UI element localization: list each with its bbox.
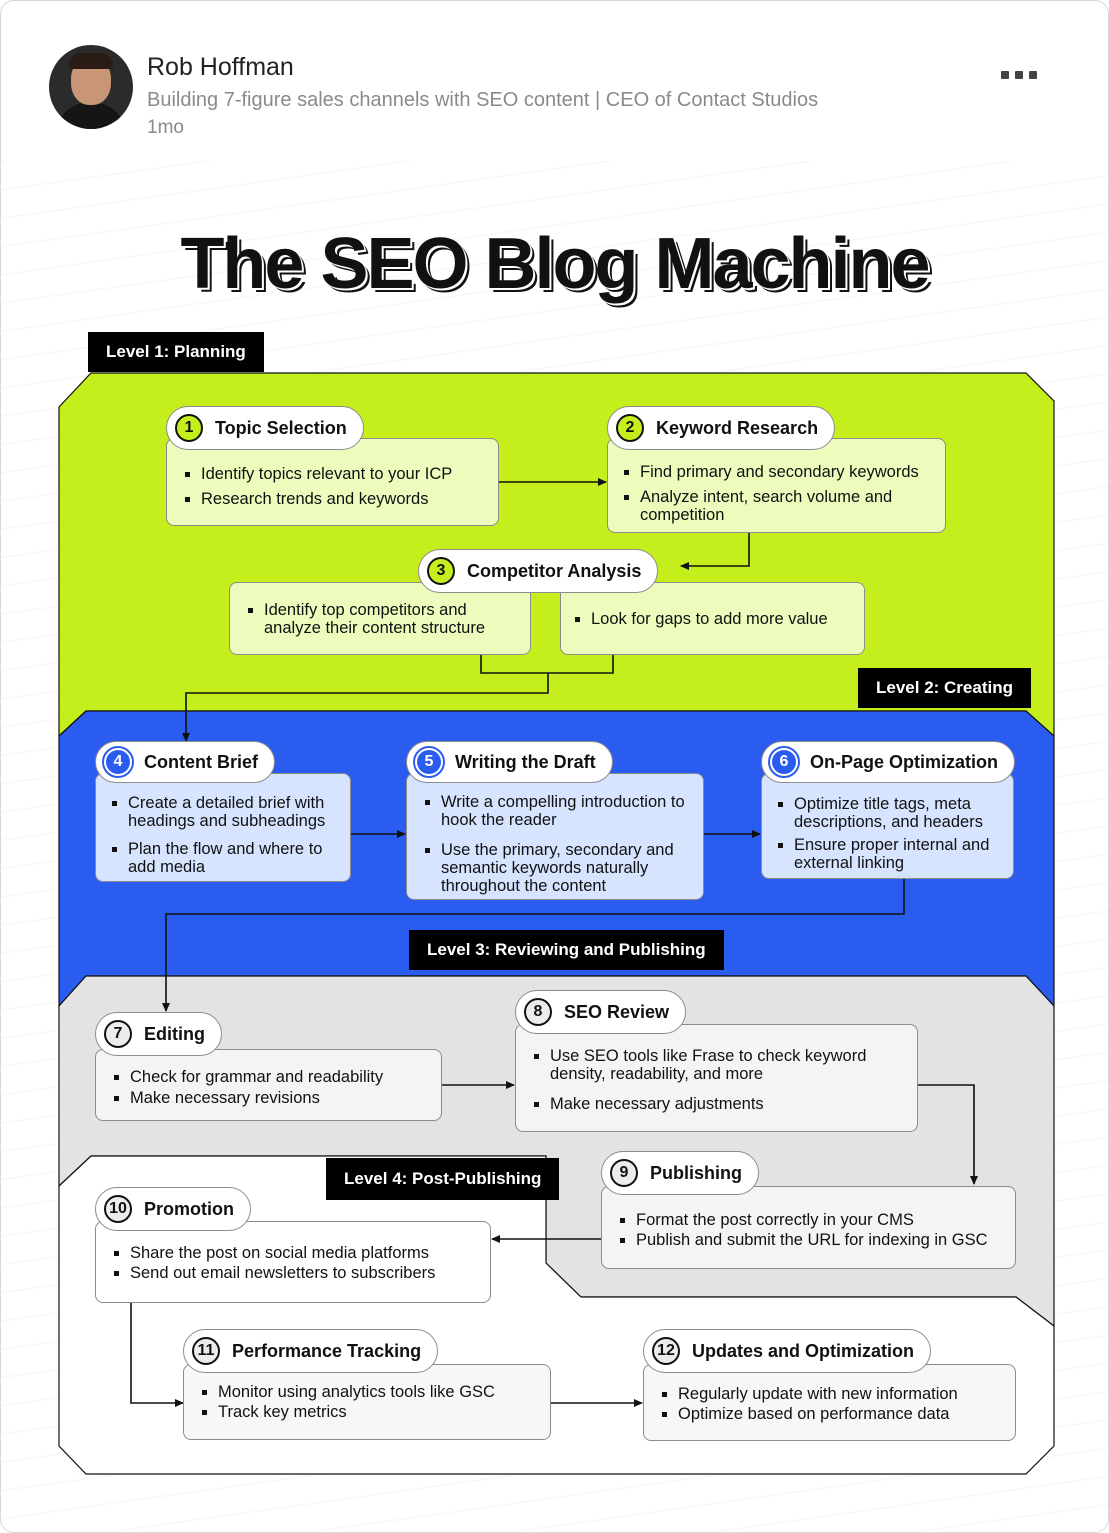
step-9-bullet-2: Publish and submit the URL for indexing … [616, 1231, 1015, 1249]
step-6-card: Optimize title tags, meta descriptions, … [761, 773, 1014, 879]
step-1-bullet-1: Identify topics relevant to your ICP [181, 465, 498, 483]
step-1-bullet-2: Research trends and keywords [181, 490, 498, 508]
step-10-header: 10 Promotion [95, 1187, 251, 1231]
step-9-bullet-1: Format the post correctly in your CMS [616, 1211, 1015, 1229]
step-9-header: 9 Publishing [601, 1151, 759, 1195]
step-11-number: 11 [192, 1337, 220, 1365]
step-4-title: Content Brief [144, 751, 258, 772]
step-8-bullet-1: Use SEO tools like Frase to check keywor… [530, 1047, 877, 1083]
step-7-card: Check for grammar and readability Make n… [95, 1049, 442, 1121]
step-10-number: 10 [104, 1195, 132, 1223]
step-7-bullet-1: Check for grammar and readability [110, 1068, 441, 1086]
arrow-10-to-11 [130, 1303, 184, 1407]
post-timestamp: 1mo [147, 117, 184, 138]
author-headline: Building 7-figure sales channels with SE… [147, 89, 819, 111]
step-6-bullet-1: Optimize title tags, meta descriptions, … [774, 795, 1003, 831]
step-5-card: Write a compelling introduction to hook … [406, 773, 704, 900]
step-7-header: 7 Editing [95, 1012, 222, 1056]
step-6-bullet-2: Ensure proper internal and external link… [774, 836, 1003, 872]
step-1-header: 1 Topic Selection [166, 406, 364, 450]
step-7-bullet-2: Make necessary revisions [110, 1089, 441, 1107]
arrow-8-to-9 [918, 1084, 978, 1185]
step-2-card: Find primary and secondary keywords Anal… [607, 438, 946, 533]
step-8-number: 8 [524, 998, 552, 1026]
more-options-icon[interactable] [1001, 65, 1047, 85]
step-8-card: Use SEO tools like Frase to check keywor… [515, 1024, 918, 1132]
step-6-header: 6 On-Page Optimization [761, 741, 1016, 783]
step-4-bullet-2: Plan the flow and where to add media [108, 840, 340, 876]
step-5-title: Writing the Draft [455, 751, 596, 772]
step-2-bullet-1: Find primary and secondary keywords [620, 463, 935, 481]
step-9-number: 9 [610, 1159, 638, 1187]
step-4-bullet-1: Create a detailed brief with headings an… [108, 794, 340, 830]
step-2-title: Keyword Research [656, 417, 819, 438]
level-1-tag: Level 1: Planning [88, 332, 264, 372]
step-6-number: 6 [768, 746, 800, 778]
step-3-card-left: Identify top competitors and analyze the… [229, 582, 531, 655]
step-12-header: 12 Updates and Optimization [643, 1329, 932, 1373]
step-12-bullet-1: Regularly update with new information [658, 1385, 1015, 1403]
step-12-card: Regularly update with new information Op… [643, 1364, 1016, 1441]
step-11-header: 11 Performance Tracking [183, 1329, 439, 1373]
step-4-header: 4 Content Brief [95, 741, 275, 783]
step-11-card: Monitor using analytics tools like GSC T… [183, 1364, 551, 1440]
step-7-number: 7 [104, 1020, 132, 1048]
arrow-3-to-4 [182, 673, 549, 742]
step-5-bullet-2: Use the primary, secondary and semantic … [421, 841, 693, 895]
step-11-bullet-1: Monitor using analytics tools like GSC [198, 1383, 550, 1401]
step-8-title: SEO Review [564, 1001, 670, 1022]
step-10-card: Share the post on social media platforms… [95, 1221, 491, 1303]
author-name[interactable]: Rob Hoffman [147, 53, 294, 81]
step-7-title: Editing [144, 1023, 205, 1044]
step-3-header: 3 Competitor Analysis [418, 549, 659, 593]
step-2-bullet-2: Analyze intent, search volume and compet… [620, 488, 935, 524]
arrow-6-to-7 [162, 879, 905, 1012]
step-10-bullet-2: Send out email newsletters to subscriber… [110, 1264, 490, 1282]
step-1-title: Topic Selection [215, 417, 347, 438]
step-2-number: 2 [616, 414, 644, 442]
step-10-title: Promotion [144, 1198, 234, 1219]
step-12-bullet-2: Optimize based on performance data [658, 1405, 1015, 1423]
avatar[interactable] [49, 45, 133, 129]
step-1-card: Identify topics relevant to your ICP Res… [166, 438, 499, 526]
step-11-bullet-2: Track key metrics [198, 1403, 550, 1421]
step-12-title: Updates and Optimization [692, 1340, 915, 1361]
arrow-2-to-3 [680, 533, 750, 570]
step-5-bullet-1: Write a compelling introduction to hook … [421, 793, 693, 829]
step-9-title: Publishing [650, 1162, 742, 1183]
step-3-title: Competitor Analysis [467, 560, 642, 581]
bracket-3 [480, 655, 614, 674]
step-8-bullet-2: Make necessary adjustments [530, 1095, 877, 1113]
avatar-hair [69, 53, 113, 69]
step-12-number: 12 [652, 1337, 680, 1365]
level-4-tag: Level 4: Post-Publishing [326, 1158, 560, 1200]
step-6-title: On-Page Optimization [810, 751, 999, 772]
level-2-tag: Level 2: Creating [858, 668, 1031, 708]
level-3-tag: Level 3: Reviewing and Publishing [409, 930, 724, 970]
step-1-number: 1 [175, 414, 203, 442]
step-3-number: 3 [427, 557, 455, 585]
step-9-card: Format the post correctly in your CMS Pu… [601, 1186, 1016, 1269]
step-4-card: Create a detailed brief with headings an… [95, 773, 351, 882]
step-11-title: Performance Tracking [232, 1340, 422, 1361]
infographic-title: The SEO Blog Machine [180, 224, 930, 304]
step-2-header: 2 Keyword Research [607, 406, 836, 450]
step-5-header: 5 Writing the Draft [406, 741, 613, 783]
step-8-header: 8 SEO Review [515, 990, 687, 1034]
step-3-card-right: Look for gaps to add more value [560, 582, 865, 655]
step-4-number: 4 [102, 746, 134, 778]
step-5-number: 5 [413, 746, 445, 778]
step-10-bullet-1: Share the post on social media platforms [110, 1244, 490, 1262]
step-3-bullet-2: Look for gaps to add more value [571, 610, 864, 628]
step-3-bullet-1: Identify top competitors and analyze the… [244, 601, 516, 637]
